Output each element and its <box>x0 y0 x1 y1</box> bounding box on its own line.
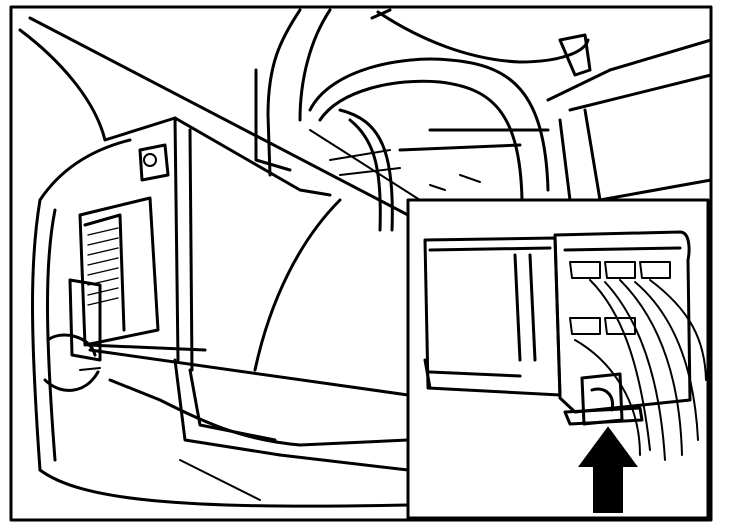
up-arrow-icon <box>578 426 638 513</box>
callout-lines <box>28 16 410 397</box>
main-panel-view <box>18 28 410 508</box>
figure-border <box>9 5 713 522</box>
vehicle-interior-background <box>254 8 713 232</box>
connector-detail-inset <box>406 198 710 520</box>
inset-frame <box>406 198 710 520</box>
